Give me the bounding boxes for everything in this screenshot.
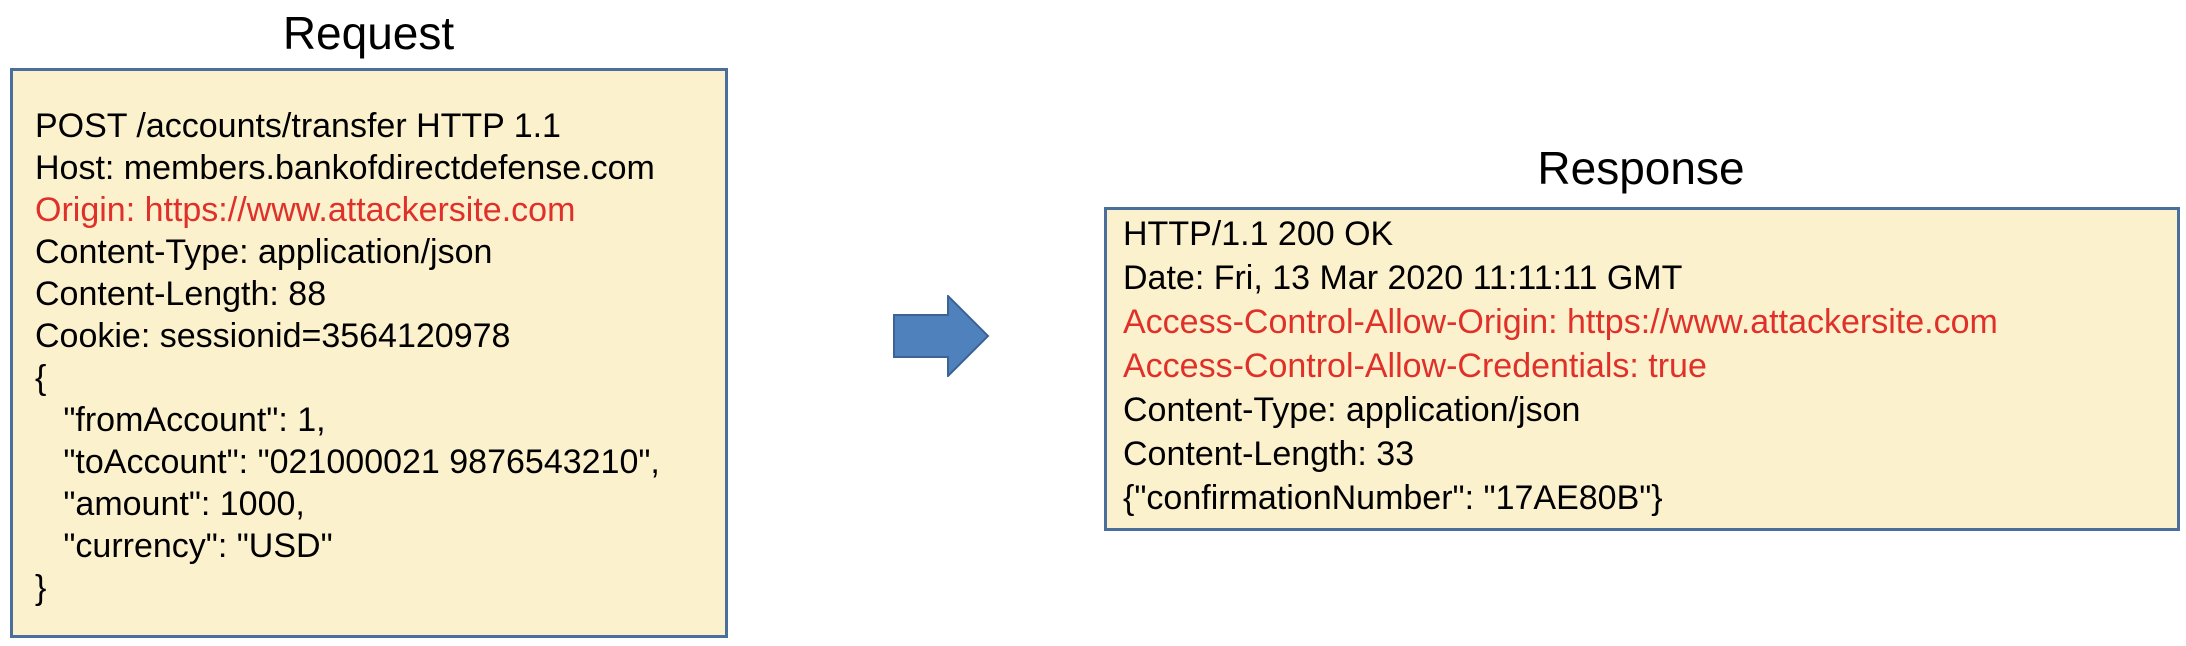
response-line: HTTP/1.1 200 OK: [1123, 215, 1394, 253]
request-line: Host: members.bankofdirectdefense.com: [35, 149, 655, 187]
arrow-shape: [893, 295, 990, 377]
request-line: {: [35, 359, 47, 397]
response-line: Date: Fri, 13 Mar 2020 11:11:11 GMT: [1123, 259, 1683, 297]
response-title: Response: [1537, 142, 1745, 194]
request-line: "amount": 1000,: [35, 485, 305, 523]
request-title: Request: [282, 7, 455, 59]
response-line: Access-Control-Allow-Credentials: true: [1123, 347, 1707, 385]
response-line: Content-Type: application/json: [1123, 391, 1581, 429]
request-line: Origin: https://www.attackersite.com: [35, 191, 576, 229]
response-line: Access-Control-Allow-Origin: https://www…: [1123, 303, 1998, 341]
response-box: HTTP/1.1 200 OK Date: Fri, 13 Mar 2020 11…: [1104, 207, 2180, 531]
response-line: {"confirmationNumber": "17AE80B"}: [1123, 479, 1663, 517]
response-line: Content-Length: 33: [1123, 435, 1415, 473]
request-line: Content-Length: 88: [35, 275, 327, 313]
request-line: POST /accounts/transfer HTTP 1.1: [35, 107, 561, 145]
request-line: "fromAccount": 1,: [35, 401, 326, 439]
right-arrow-icon: [893, 295, 990, 377]
request-line: Cookie: sessionid=3564120978: [35, 317, 511, 355]
request-line: "toAccount": "021000021 9876543210",: [35, 443, 660, 481]
request-line: Content-Type: application/json: [35, 233, 493, 271]
request-line: "currency": "USD": [35, 527, 333, 565]
request-line: }: [35, 569, 47, 607]
response-lines: HTTP/1.1 200 OK Date: Fri, 13 Mar 2020 11…: [1123, 212, 1998, 520]
